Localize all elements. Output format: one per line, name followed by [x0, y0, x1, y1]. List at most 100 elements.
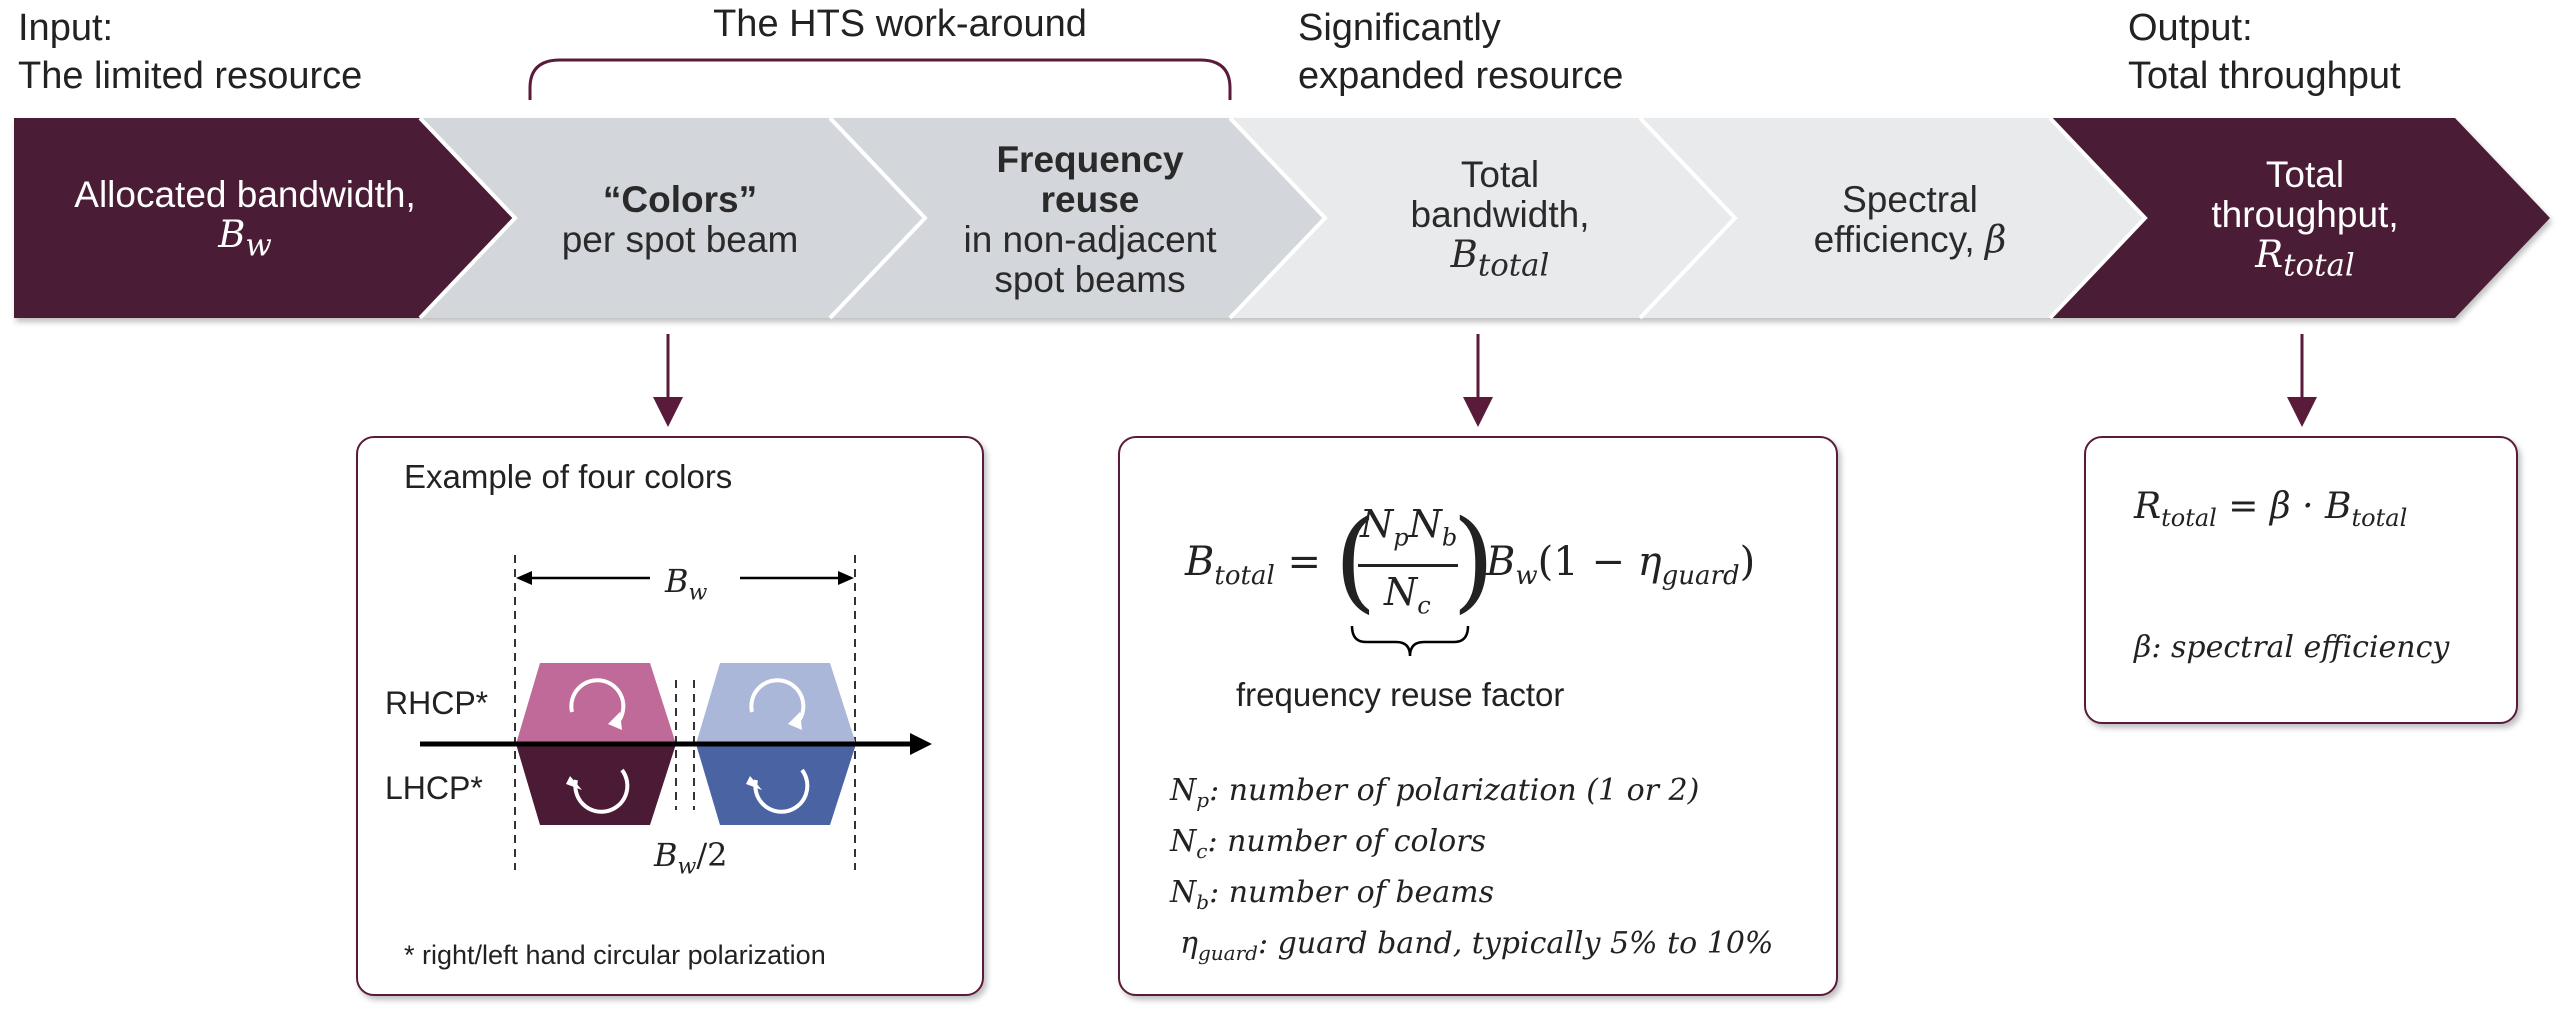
bw-symbol: Bw: [218, 214, 272, 265]
reuse-title: reuse: [1040, 179, 1140, 220]
bw-span-sub: w: [688, 580, 708, 606]
bw-half-divisor: /2: [696, 836, 728, 874]
formula-paren-open: (1 −: [1537, 539, 1638, 585]
colors-subtitle: per spot beam: [561, 219, 799, 260]
polarization-footnote: * right/left hand circular polarization: [404, 940, 826, 970]
formula-lhs-sub: total: [1214, 561, 1275, 591]
hex-maroon: [516, 744, 676, 825]
colors-example-box: [356, 436, 984, 996]
def-nc-base: N: [1170, 824, 1197, 859]
colors-title: “Colors”: [602, 179, 758, 220]
nc-sub: c: [1417, 591, 1431, 620]
step-spectral-efficiency: [1640, 118, 2145, 318]
rtotal-symbol-base: R: [2255, 232, 2284, 276]
bw-span-base: B: [665, 562, 689, 600]
def-nc-sub: c: [1196, 839, 1208, 863]
step-allocated-bandwidth: [14, 118, 515, 318]
def-np-sub: p: [1196, 788, 1210, 812]
hex-lightblue: [696, 663, 856, 744]
step-total-throughput: [2050, 118, 2550, 318]
def-nc: Nc: number of colors: [1170, 821, 1773, 872]
btotal-symbol-sub: total: [1477, 247, 1550, 284]
output-label-line2: Total throughput: [2128, 55, 2401, 97]
formula-definitions: Np: number of polarization (1 or 2) Nc: …: [1170, 770, 1773, 974]
bw-half-base: B: [654, 836, 678, 874]
tp-eq: = β ·: [2216, 486, 2326, 527]
def-np: Np: number of polarization (1 or 2): [1170, 770, 1773, 821]
throughput-total-label: Total: [2265, 153, 2345, 195]
formula-fraction-bar: [1358, 564, 1458, 567]
efficiency-line: efficiency, β: [1814, 220, 2007, 260]
def-nb-text: : number of beams: [1209, 875, 1495, 910]
step-text-total-throughput: Total throughput, Rtotal: [2125, 120, 2485, 320]
hex-pink: [516, 663, 676, 744]
step-text-colors: “Colors” per spot beam: [500, 120, 860, 320]
step-colors: [420, 118, 925, 318]
bw-symbol-sub: w: [245, 227, 272, 264]
step-text-allocated: Allocated bandwidth, Bw: [20, 120, 470, 320]
tp-b-base: B: [2325, 486, 2352, 527]
def-eta-text: : guard band, typically 5% to 10%: [1257, 926, 1774, 961]
def-nb-sub: b: [1196, 890, 1210, 914]
btotal-formula-lhs: Btotal =: [1185, 532, 1321, 606]
def-np-text: : number of polarization (1 or 2): [1209, 773, 1700, 808]
input-label-line1: Input:: [18, 7, 114, 49]
formula-paren-close: ): [1739, 539, 1756, 585]
btotal-symbol: Btotal: [1450, 232, 1550, 285]
np-base: N: [1360, 502, 1394, 546]
hex-blue: [696, 744, 856, 825]
def-eta-sub: guard: [1197, 941, 1258, 965]
hts-label: The HTS work-around: [713, 3, 1087, 45]
spot-beams-label: spot beams: [994, 259, 1186, 300]
bw-half-label: Bw/2: [654, 836, 728, 879]
formula-paren-right: ): [1452, 496, 1495, 624]
formula-box: [1118, 436, 1838, 996]
formula-eta: η: [1637, 539, 1662, 585]
rhcp-label: RHCP*: [385, 685, 489, 721]
formula-bw-base: B: [1486, 539, 1516, 585]
expanded-label: Significantly expanded resource: [1298, 4, 1623, 100]
throughput-box: [2084, 436, 2518, 724]
def-eta-base: η: [1180, 926, 1198, 961]
rtotal-symbol-sub: total: [2283, 247, 2355, 284]
nb-sub: b: [1441, 523, 1458, 552]
output-label: Output: Total throughput: [2128, 4, 2401, 100]
step-text-total-bandwidth: Total bandwidth, Btotal: [1320, 120, 1680, 320]
bandwidth-label: bandwidth,: [1410, 193, 1590, 235]
nc-base: N: [1384, 570, 1418, 614]
bw-half-sub: w: [677, 854, 697, 880]
allocated-bandwidth-label: Allocated bandwidth,: [74, 173, 416, 215]
formula-denominator: Nc: [1384, 570, 1431, 620]
formula-equals: =: [1287, 539, 1322, 585]
def-nb: Nb: number of beams: [1170, 872, 1773, 923]
frequency-title: Frequency: [996, 139, 1184, 180]
input-label-line2: The limited resource: [18, 55, 363, 97]
rtotal-symbol: Rtotal: [2255, 232, 2355, 285]
efficiency-label: efficiency,: [1813, 219, 1985, 260]
def-nc-text: : number of colors: [1207, 824, 1486, 859]
expanded-label-line1: Significantly: [1298, 7, 1501, 49]
tp-r-base: R: [2134, 486, 2162, 527]
step-text-frequency-reuse: Frequency reuse in non-adjacent spot bea…: [910, 120, 1270, 320]
btotal-symbol-base: B: [1450, 232, 1478, 276]
step-total-bandwidth: [1230, 118, 1735, 318]
beta-symbol: β: [1985, 218, 2007, 261]
reuse-factor-label: frequency reuse factor: [1236, 676, 1565, 713]
np-sub: p: [1393, 523, 1409, 552]
reuse-underbrace: [1350, 625, 1470, 657]
formula-paren-left: (: [1334, 496, 1377, 624]
formula-numerator: NpNb: [1360, 502, 1457, 552]
total-label: Total: [1460, 153, 1540, 195]
input-label: Input: The limited resource: [18, 4, 362, 100]
spectral-label: Spectral: [1842, 179, 1978, 220]
formula-bw-sub: w: [1515, 561, 1538, 591]
output-label-line1: Output:: [2128, 7, 2253, 49]
beta-definition: β: spectral efficiency: [2134, 630, 2450, 665]
bw-span-label: Bw: [665, 562, 707, 605]
tp-r-sub: total: [2161, 504, 2217, 533]
nb-base: N: [1408, 502, 1442, 546]
step-text-spectral-efficiency: Spectral efficiency, β: [1730, 120, 2090, 320]
four-colors-diagram: [420, 555, 932, 870]
step-frequency-reuse: [830, 118, 1325, 318]
